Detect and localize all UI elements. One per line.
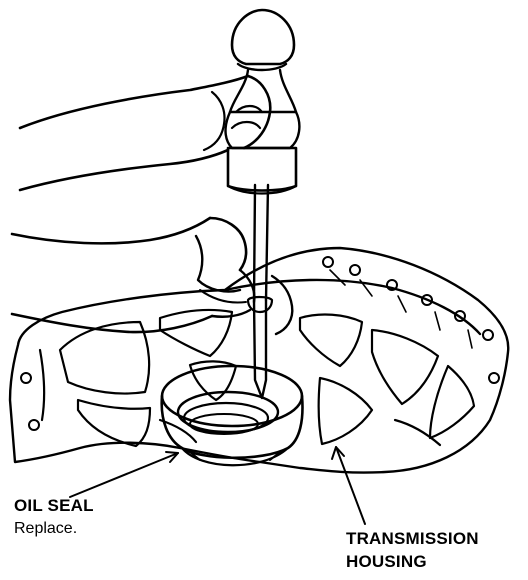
hammer-hand bbox=[18, 74, 272, 192]
housing-bolt-bosses bbox=[20, 256, 500, 431]
drift-tool bbox=[246, 183, 274, 400]
transmission-housing-label-line2: HOUSING bbox=[346, 552, 427, 571]
oil-seal-label: OIL SEAL bbox=[14, 496, 94, 515]
oil-seal-leader bbox=[69, 452, 179, 498]
oil-seal-note: Replace. bbox=[14, 520, 78, 537]
oil-seal bbox=[160, 364, 304, 467]
drift-hand bbox=[10, 216, 294, 336]
hammer bbox=[224, 8, 301, 195]
housing-leader bbox=[335, 446, 366, 525]
transmission-housing bbox=[8, 246, 510, 474]
housing-shading bbox=[329, 269, 473, 349]
transmission-housing-label-line1: TRANSMISSION bbox=[346, 529, 479, 548]
leader-lines bbox=[69, 446, 366, 525]
hammer-head bbox=[230, 8, 296, 66]
hammer-collar bbox=[226, 146, 298, 192]
